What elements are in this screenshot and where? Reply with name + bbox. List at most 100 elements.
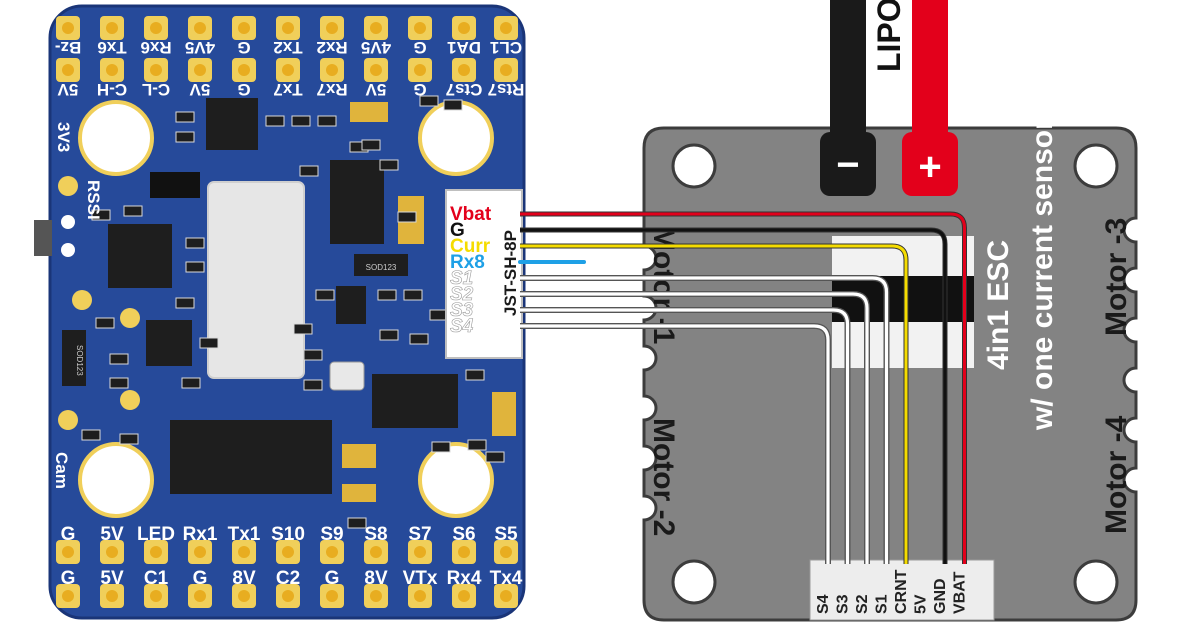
- wire-s1: [520, 276, 889, 564]
- fc-side-plug: [34, 220, 52, 256]
- fc-pad-label: S7: [408, 524, 431, 545]
- fc-pad-label: 5V: [189, 80, 210, 99]
- fc-chip: [170, 420, 332, 494]
- fc-pad-hole: [194, 546, 206, 558]
- fc-side-label: RSSI: [84, 180, 103, 220]
- battery-leads: LIPO − +: [820, 0, 958, 196]
- fc-pad-hole: [150, 546, 162, 558]
- fc-smd-part: [293, 323, 313, 335]
- fc-smd-part: [109, 377, 129, 389]
- fc-pad-hole: [414, 546, 426, 558]
- connector-pin-label: S3: [450, 300, 474, 321]
- battery-minus-terminal: [820, 132, 876, 196]
- wire-s2: [520, 292, 869, 564]
- fc-smd-part: [303, 349, 323, 361]
- fc-pad-label: S10: [271, 524, 305, 545]
- fc-pad-label: 5V: [100, 568, 124, 589]
- fc-chip: [62, 330, 86, 386]
- jst-connector-body: [445, 189, 523, 359]
- fc-pad-hole: [194, 590, 206, 602]
- fc-smd-part: [185, 261, 205, 273]
- fc-pad-label: G: [413, 80, 426, 99]
- fc-pad-hole: [150, 22, 162, 34]
- fc-pad-hole: [414, 64, 426, 76]
- motor-label: Motor -4: [1100, 415, 1133, 534]
- esc-title: 4in1 ESC: [982, 240, 1015, 370]
- wire-s4: [520, 324, 830, 564]
- fc-pad-hole: [150, 590, 162, 602]
- fc-smd-part: [109, 353, 129, 365]
- fc-pad-label: C1: [144, 568, 169, 589]
- fc-pad-hole: [370, 22, 382, 34]
- fc-pad-label: G: [61, 568, 76, 589]
- fc-smd-part: [485, 451, 505, 463]
- fc-pad-label: 5V: [100, 524, 124, 545]
- fc-chip-label: SOD123: [366, 263, 397, 272]
- fc-pad-hole: [500, 64, 512, 76]
- fc-pad-hole: [238, 64, 250, 76]
- fc-smd-part: [199, 337, 219, 349]
- fc-pad-label: LED: [137, 524, 175, 545]
- wires: [518, 211, 967, 564]
- connector-pin-label: S1: [450, 268, 473, 289]
- fc-smd-part: [303, 379, 323, 391]
- fc-chip: [206, 98, 258, 150]
- fc-pad-hole: [282, 64, 294, 76]
- fc-small-pad: [61, 215, 75, 229]
- fc-smd-part: [123, 205, 143, 217]
- fc-smd-part: [81, 429, 101, 441]
- fc-smd-part: [361, 139, 381, 151]
- fc-pad-hole: [194, 22, 206, 34]
- fc-pad-hole: [458, 590, 470, 602]
- wire-g: [520, 228, 947, 564]
- fc-smd-part: [317, 115, 337, 127]
- esc-stripe: [832, 276, 974, 322]
- fc-pad-label: Tx7: [273, 80, 302, 99]
- fc-pad-hole: [500, 590, 512, 602]
- fc-chip: [150, 172, 200, 198]
- fc-chip: [354, 254, 408, 276]
- connector-pin-label: S4: [450, 316, 474, 337]
- fc-pad-hole: [282, 546, 294, 558]
- fc-pad-hole: [458, 22, 470, 34]
- battery-plus-terminal: [902, 132, 958, 196]
- fc-smd-part: [175, 297, 195, 309]
- fc-pad-hole: [62, 22, 74, 34]
- fc-small-pad: [120, 390, 140, 410]
- fc-pad-label: S8: [364, 524, 387, 545]
- fc-smd-part: [265, 115, 285, 127]
- fc-pad-label: Rx1: [183, 524, 218, 545]
- fc-pad-label: Bz-: [55, 38, 81, 57]
- fc-smd-part: [95, 317, 115, 329]
- fc-smd-part: [315, 289, 335, 301]
- fc-pad-label: Tx4: [490, 568, 523, 589]
- fc-smd-part: [185, 237, 205, 249]
- esc-stripe: [832, 322, 974, 368]
- fc-smd-part: [347, 517, 367, 529]
- fc-pad-hole: [370, 64, 382, 76]
- fc-smd-part: [91, 209, 111, 221]
- fc-pad-hole: [62, 64, 74, 76]
- battery-minus-sign: −: [836, 143, 859, 187]
- fc-pad-label: G: [413, 38, 426, 57]
- connector-pin-label: Curr: [450, 236, 491, 257]
- fc-small-pad: [120, 308, 140, 328]
- fc-pad-hole: [194, 64, 206, 76]
- fc-smd-part: [443, 99, 463, 111]
- fc-pad-label: 5V: [365, 80, 386, 99]
- esc-mount-hole: [671, 559, 717, 605]
- fc-pad-label: 4V5: [361, 38, 391, 57]
- fc-pad-hole: [326, 22, 338, 34]
- esc-pad-strip: [809, 559, 995, 621]
- fc-pad-hole: [370, 546, 382, 558]
- fc-smd-part: [397, 211, 417, 223]
- fc-pad-hole: [370, 590, 382, 602]
- fc-mount-hole: [78, 442, 154, 518]
- fc-mount-hole: [418, 442, 494, 518]
- lipo-label-bg: [868, 0, 908, 74]
- fc-pad-hole: [150, 64, 162, 76]
- fc-smd-part: [299, 165, 319, 177]
- fc-pad-label: G: [61, 524, 76, 545]
- fc-pad-label: 4V5: [185, 38, 215, 57]
